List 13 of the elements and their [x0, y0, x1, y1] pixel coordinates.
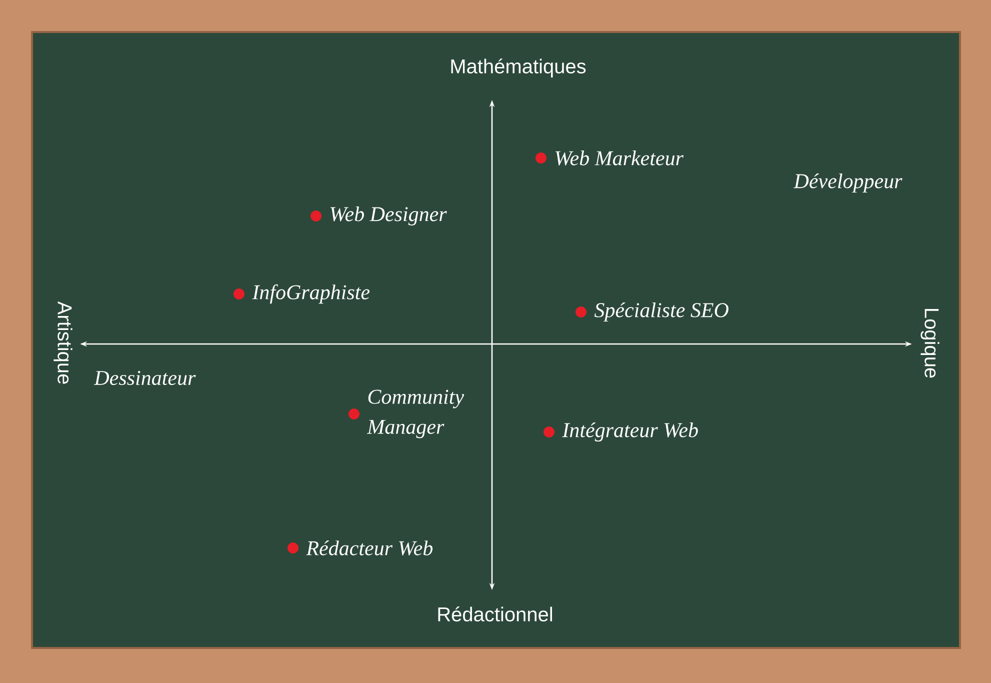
job-label: Spécialiste SEO [594, 302, 728, 322]
job-label: InfoGraphiste [252, 284, 370, 304]
axis-label: Logique [920, 309, 940, 378]
job-label: Web Designer [330, 206, 447, 226]
axis-label: Rédactionnel [438, 606, 552, 622]
job-label: Rédacteur Web [306, 540, 433, 556]
job-label: Dessinateur [94, 370, 196, 386]
job-label: Développeur [794, 173, 902, 193]
axis-label: Mathématiques [451, 58, 586, 78]
axis-label: Artistique [54, 301, 72, 384]
job-label: Intégrateur Web [562, 422, 698, 442]
job-label: Web Marketeur [556, 150, 684, 166]
job-label: Community Manager [366, 390, 464, 438]
